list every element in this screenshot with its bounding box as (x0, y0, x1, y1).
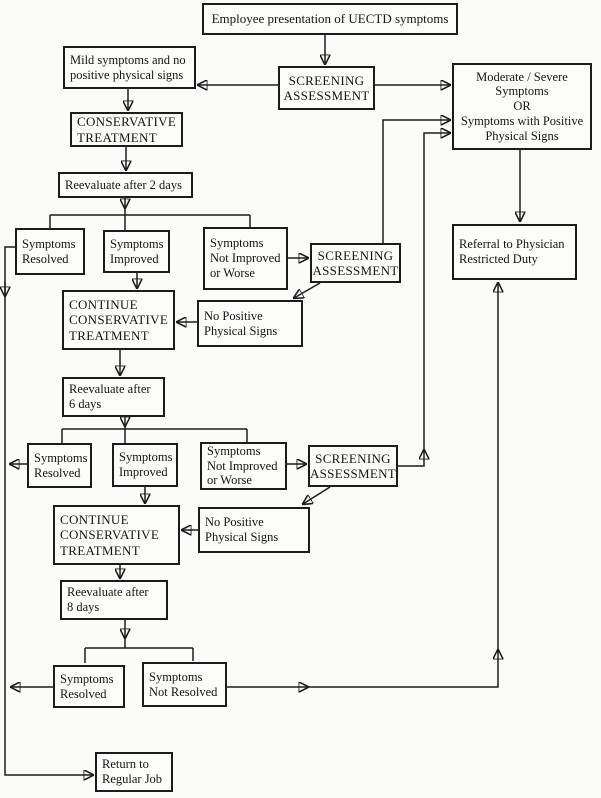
node-symptoms-not-resolved: Symptoms Not Resolved (142, 662, 227, 707)
node-reevaluate-8-days: Reevaluate after 8 days (60, 580, 168, 620)
node-no-positive-signs-2: No Positive Physical Signs (198, 507, 310, 553)
node-return-regular-job: Return to Regular Job (95, 752, 173, 792)
node-mild-symptoms-label: Mild symptoms and no positive physical s… (70, 52, 186, 82)
edge-screening3-to-moderate (423, 133, 450, 450)
node-employee-presentation-label: Employee presentation of UECTD symptoms (211, 11, 449, 27)
node-symptoms-resolved-3-label: Symptoms Resolved (60, 671, 114, 701)
node-symptoms-improved-1: Symptoms Improved (103, 230, 170, 273)
node-screening-assessment-3-label: SCREENING ASSESSMENT (309, 450, 397, 481)
node-continue-conservative-1: CONTINUE CONSERVATIVE TREATMENT (62, 290, 175, 350)
node-symptoms-resolved-2: Symptoms Resolved (27, 443, 92, 488)
node-symptoms-improved-1-label: Symptoms Improved (110, 236, 164, 266)
node-no-positive-signs-2-label: No Positive Physical Signs (205, 515, 279, 544)
node-screening-assessment-2: SCREENING ASSESSMENT (310, 243, 401, 283)
node-continue-conservative-2-label: CONTINUE CONSERVATIVE TREATMENT (60, 512, 160, 558)
node-reevaluate-2-days-label: Reevaluate after 2 days (65, 177, 182, 192)
node-referral-physician: Referral to Physician Restricted Duty (452, 224, 577, 280)
edge-notresolved-right2 (308, 650, 498, 688)
node-screening-assessment-1: SCREENING ASSESSMENT (278, 66, 375, 110)
edge-screening2-to-nopositive1 (294, 282, 321, 298)
node-symptoms-improved-2-label: Symptoms Improved (119, 450, 173, 479)
node-symptoms-not-improved-2-label: Symptoms Not Improved or Worse (207, 443, 278, 488)
node-reevaluate-6-days-label: Reevaluate after 6 days (69, 382, 151, 411)
edge-resolved-path-to-return (4, 246, 93, 775)
node-moderate-severe-label: Moderate / Severe Symptoms OR Symptoms w… (460, 69, 584, 143)
node-screening-assessment-3: SCREENING ASSESSMENT (308, 445, 398, 487)
node-symptoms-not-improved-1: Symptoms Not Improved or Worse (203, 227, 288, 290)
node-moderate-severe: Moderate / Severe Symptoms OR Symptoms w… (452, 63, 592, 150)
node-screening-assessment-1-label: SCREENING ASSESSMENT (283, 72, 370, 103)
node-reevaluate-8-days-label: Reevaluate after 8 days (67, 585, 149, 614)
node-screening-assessment-2-label: SCREENING ASSESSMENT (312, 247, 399, 278)
node-continue-conservative-1-label: CONTINUE CONSERVATIVE TREATMENT (69, 297, 169, 343)
node-symptoms-resolved-2-label: Symptoms Resolved (34, 450, 88, 480)
node-reevaluate-6-days: Reevaluate after 6 days (62, 377, 165, 417)
edge-screening2-to-moderate (382, 120, 450, 243)
node-no-positive-signs-1: No Positive Physical Signs (197, 300, 303, 347)
node-symptoms-resolved-3: Symptoms Resolved (53, 665, 125, 708)
node-symptoms-resolved-1-label: Symptoms Resolved (22, 236, 76, 266)
node-continue-conservative-2: CONTINUE CONSERVATIVE TREATMENT (53, 505, 180, 565)
node-symptoms-not-improved-1-label: Symptoms Not Improved or Worse (210, 236, 281, 280)
node-employee-presentation: Employee presentation of UECTD symptoms (202, 3, 458, 35)
node-symptoms-not-improved-2: Symptoms Not Improved or Worse (200, 442, 287, 490)
node-conservative-treatment: CONSERVATIVE TREATMENT (70, 112, 183, 147)
node-conservative-treatment-label: CONSERVATIVE TREATMENT (77, 114, 177, 145)
node-no-positive-signs-1-label: No Positive Physical Signs (204, 308, 278, 338)
node-mild-symptoms: Mild symptoms and no positive physical s… (63, 46, 196, 89)
edge-screening3-up-turn (398, 450, 424, 467)
node-symptoms-improved-2: Symptoms Improved (112, 443, 178, 487)
edge-screening3-to-nopositive2 (303, 486, 331, 504)
node-symptoms-resolved-1: Symptoms Resolved (15, 228, 85, 275)
node-symptoms-not-resolved-label: Symptoms Not Resolved (149, 669, 218, 699)
node-reevaluate-2-days: Reevaluate after 2 days (58, 172, 193, 198)
node-return-regular-job-label: Return to Regular Job (102, 757, 163, 786)
node-referral-physician-label: Referral to Physician Restricted Duty (459, 237, 565, 266)
